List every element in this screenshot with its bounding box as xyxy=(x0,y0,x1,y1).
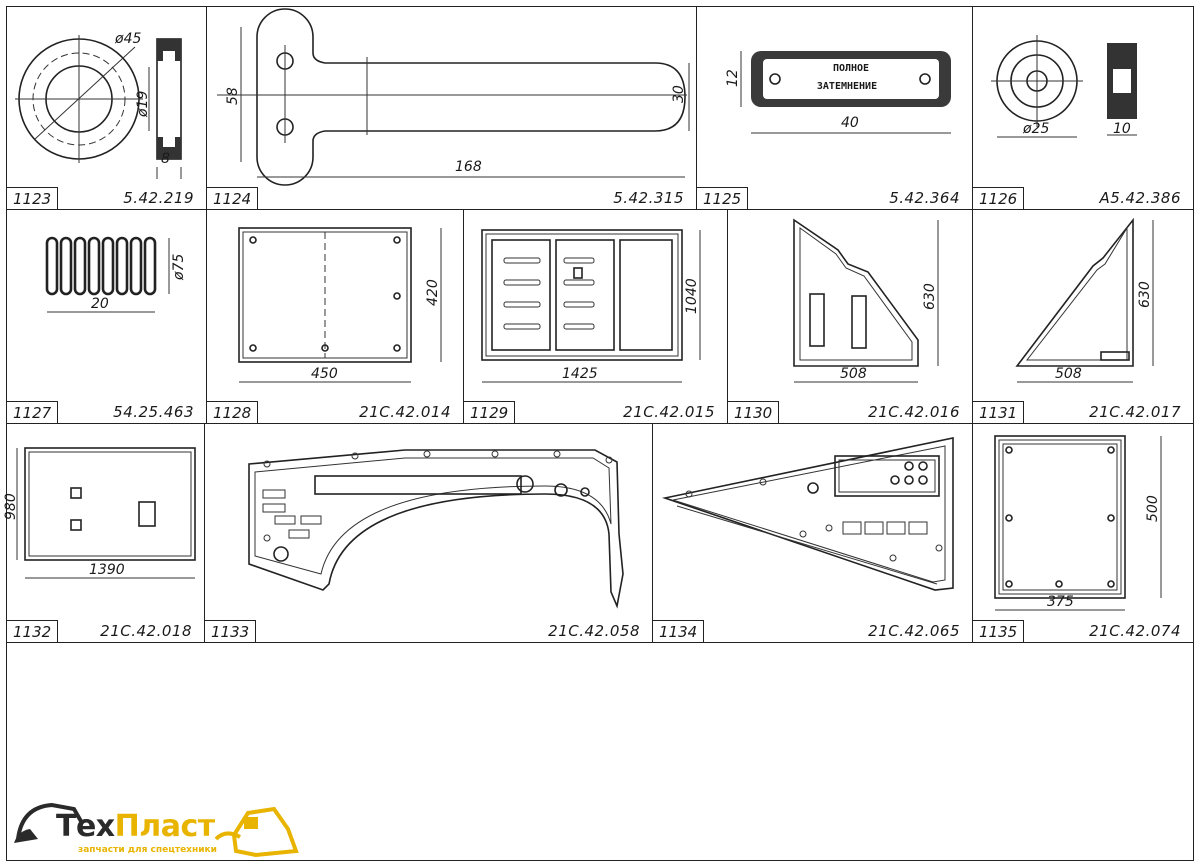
drawing-1130: 508 630 xyxy=(793,218,939,383)
drawing-1132: 980 1390 xyxy=(3,447,196,579)
cell-1123: ø45 ø19 8 1123 5.42.219 xyxy=(6,6,207,210)
cell-1126: ø25 10 1126 А5.42.386 xyxy=(973,6,1194,210)
dim-1123-2: 8 xyxy=(161,151,170,167)
drawing-1134 xyxy=(661,437,954,591)
item-number: 1126 xyxy=(973,187,1025,209)
dim-1124-0: 58 xyxy=(225,87,241,105)
cell-1130: 508 630 1130 21С.42.016 xyxy=(728,210,973,424)
dim-1131-1: 508 xyxy=(1055,366,1082,382)
cell-1124: 58 30 168 1124 5.42.315 xyxy=(207,6,697,210)
part-code: 21С.42.014 xyxy=(359,403,451,421)
logo-name: ТехПласт xyxy=(56,809,215,844)
cell-1131: 508 630 1131 21С.42.017 xyxy=(973,210,1194,424)
dim-1126-1: 10 xyxy=(1113,121,1131,137)
dim-1127-0: ø75 xyxy=(171,254,187,281)
dim-1127-1: 20 xyxy=(91,296,109,312)
dim-1130-0: 630 xyxy=(922,283,938,310)
item-number: 1125 xyxy=(697,187,749,209)
part-code: 21С.42.017 xyxy=(1089,403,1181,421)
dim-1135-1: 375 xyxy=(1047,594,1074,610)
cell-1132: 980 1390 1132 21С.42.018 xyxy=(3,424,205,643)
dim-1128-1: 450 xyxy=(311,366,338,382)
dim-1129-1: 1425 xyxy=(562,366,598,382)
part-code: 21С.42.065 xyxy=(868,622,960,640)
dim-1132-1: 1390 xyxy=(89,562,125,578)
part-code: 5.42.364 xyxy=(889,189,960,207)
drawing-1135: 500 375 xyxy=(994,435,1162,611)
cell-1133: 1133 21С.42.058 xyxy=(205,424,653,643)
dim-1128-0: 420 xyxy=(425,279,441,306)
part-code: 5.42.219 xyxy=(123,189,194,207)
part-code: 21С.42.074 xyxy=(1089,622,1181,640)
dim-1135-0: 500 xyxy=(1145,495,1161,522)
item-number: 1124 xyxy=(207,187,259,209)
part-code: 54.25.463 xyxy=(113,403,194,421)
drawing-1124: 58 30 168 xyxy=(217,8,690,186)
logo-subtitle: запчасти для спецтехники xyxy=(78,845,217,855)
techplast-logo: ТехПласт запчасти для спецтехники xyxy=(12,799,302,861)
dim-1126-0: ø25 xyxy=(1022,121,1049,137)
cell-1127: 20 ø75 1127 54.25.463 xyxy=(6,210,207,424)
part-code: А5.42.386 xyxy=(1099,189,1181,207)
part-code: 21С.42.018 xyxy=(100,622,192,640)
cell-1129: 1425 1040 1129 21С.42.015 xyxy=(464,210,728,424)
excavator-icon xyxy=(14,802,299,858)
drawing-1126: ø25 10 xyxy=(991,35,1137,138)
plate-line-1: ПОЛНОЕ xyxy=(833,63,869,74)
part-code: 5.42.315 xyxy=(613,189,684,207)
drawing-1133 xyxy=(248,449,624,609)
item-number: 1131 xyxy=(973,401,1025,423)
part-code: 21С.42.058 xyxy=(548,622,640,640)
part-code: 21С.42.016 xyxy=(868,403,960,421)
dim-1123-0: ø45 xyxy=(114,31,141,47)
item-number: 1132 xyxy=(7,620,59,642)
drawing-1129: 1425 1040 xyxy=(481,229,701,383)
drawing-1125: ПОЛНОЕ ЗАТЕМНЕНИЕ 12 40 xyxy=(725,51,951,134)
item-number: 1127 xyxy=(7,401,59,423)
item-number: 1123 xyxy=(7,187,59,209)
part-code: 21С.42.015 xyxy=(623,403,715,421)
cell-1135: 500 375 1135 21С.42.074 xyxy=(973,424,1194,643)
item-number: 1134 xyxy=(653,620,705,642)
dim-1131-0: 630 xyxy=(1137,281,1153,308)
dim-1123-1: ø19 xyxy=(135,91,151,118)
item-number: 1129 xyxy=(464,401,516,423)
drawing-1128: 420 450 xyxy=(238,227,442,383)
logo-name-part1: Тех xyxy=(56,809,115,844)
plate-line-2: ЗАТЕМНЕНИЕ xyxy=(817,81,877,92)
cell-1134: 1134 21С.42.065 xyxy=(653,424,973,643)
item-number: 1128 xyxy=(207,401,259,423)
item-number: 1130 xyxy=(728,401,780,423)
logo-name-part2: Пласт xyxy=(114,809,216,844)
dim-1125-1: 40 xyxy=(841,115,859,131)
item-number: 1135 xyxy=(973,620,1025,642)
item-number: 1133 xyxy=(205,620,257,642)
cell-1128: 420 450 1128 21С.42.014 xyxy=(207,210,464,424)
dim-1125-0: 12 xyxy=(725,69,741,87)
dim-1132-0: 980 xyxy=(3,493,19,520)
dim-1124-2: 168 xyxy=(455,159,482,175)
dim-1129-0: 1040 xyxy=(684,278,700,314)
drawing-1127: 20 ø75 xyxy=(45,236,187,313)
dim-1130-1: 508 xyxy=(840,366,867,382)
drawing-1131: 508 630 xyxy=(1015,217,1154,383)
cell-1125: ПОЛНОЕ ЗАТЕМНЕНИЕ 12 40 1125 5.42.364 xyxy=(697,6,973,210)
empty-area xyxy=(6,643,1194,861)
drawing-1123: ø45 ø19 8 xyxy=(15,31,182,179)
dim-1124-1: 30 xyxy=(671,85,687,103)
